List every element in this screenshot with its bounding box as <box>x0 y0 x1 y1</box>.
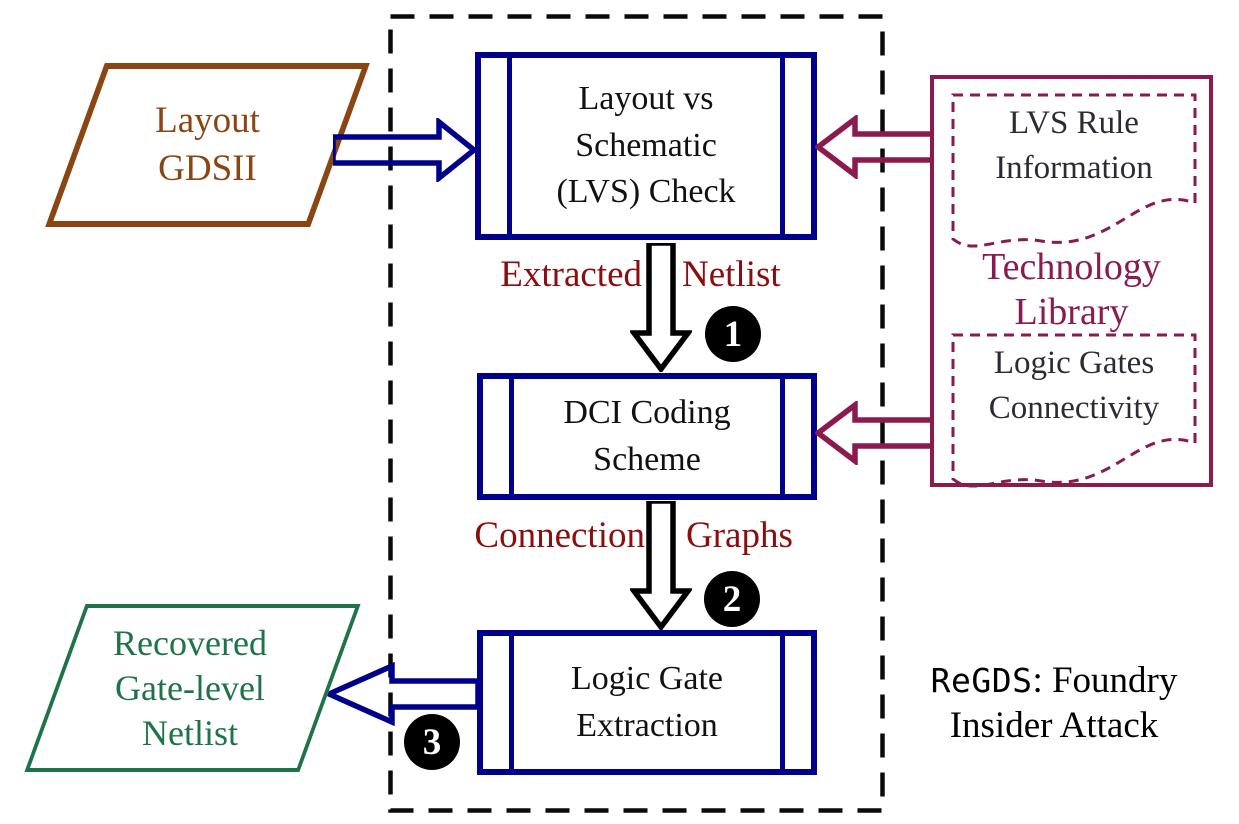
technology-library-label: Technology Library <box>982 246 1161 333</box>
process-inner-line <box>780 379 785 494</box>
dci-coding-label: DCI Coding Scheme <box>563 393 731 478</box>
edge-label-graphs: Graphs <box>686 515 793 556</box>
caption-line1: ReGDS: Foundry <box>872 658 1236 703</box>
process-inner-line <box>509 379 514 494</box>
process-inner-line <box>780 636 785 769</box>
edge-label-netlist: Netlist <box>682 254 781 295</box>
caption: ReGDS: Foundry Insider Attack <box>872 658 1236 748</box>
process-inner-line <box>509 636 514 769</box>
lvs-rule-info-label: LVS Rule Information <box>995 105 1153 186</box>
caption-line1-rest: : Foundry <box>1032 660 1178 701</box>
arrow-dci-to-lge <box>630 501 692 630</box>
foundry-attack-dashed-boundary <box>388 14 885 813</box>
logic-gate-extraction-box: Logic Gate Extraction <box>477 630 817 775</box>
caption-line2: Insider Attack <box>949 705 1159 747</box>
edge-label-extracted: Extracted <box>500 254 642 295</box>
process-inner-line <box>507 58 512 234</box>
step-circle-2: 2 <box>704 571 760 627</box>
logic-gates-document-shape <box>951 333 1197 488</box>
step-circle-1: 1 <box>705 306 761 362</box>
caption-regds: ReGDS <box>930 661 1033 700</box>
step-circle-3: 3 <box>404 714 460 770</box>
logic-gate-extraction-label: Logic Gate Extraction <box>571 659 723 744</box>
layout-gdsii-label: Layout GDSII <box>155 99 260 189</box>
lvs-rule-document-shape <box>951 93 1197 248</box>
arrow-lvsrule-to-lvs <box>815 115 933 179</box>
arrow-gdsii-to-lvs <box>333 118 477 182</box>
edge-label-connection: Connection <box>474 515 645 556</box>
lvs-check-box: Layout vs Schematic (LVS) Check <box>475 52 817 240</box>
arrow-lge-to-recovered <box>326 662 478 726</box>
lvs-check-label: Layout vs Schematic (LVS) Check <box>556 79 736 211</box>
arrow-lvs-to-dci <box>630 243 692 372</box>
logic-gates-connectivity-label: Logic Gates Connectivity <box>988 345 1160 426</box>
process-inner-line <box>780 58 785 234</box>
dci-coding-box: DCI Coding Scheme <box>477 373 817 500</box>
recovered-netlist-label: Recovered Gate-level Netlist <box>113 622 267 753</box>
technology-library-box: LVS Rule Information Technology Library … <box>930 75 1213 488</box>
arrow-connectivity-to-dci <box>815 401 933 465</box>
